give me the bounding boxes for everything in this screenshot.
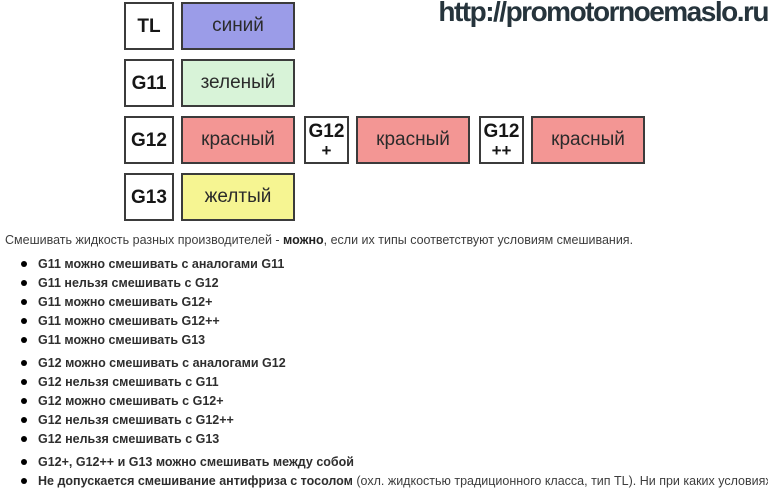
- rule-text-bold: G12+, G12++ и G13 можно смешивать между …: [38, 455, 354, 469]
- type-label-box: G12: [124, 116, 174, 164]
- type-label-box: TL: [124, 2, 174, 50]
- intro-prefix: Смешивать жидкость разных производителей…: [5, 233, 284, 247]
- color-name: синий: [212, 15, 264, 36]
- bullet-icon: [21, 436, 27, 442]
- type-label: TL: [137, 15, 161, 37]
- diagram-row: TL синий: [124, 2, 654, 50]
- type-label-box: G11: [124, 59, 174, 107]
- type-label: G12: [131, 129, 167, 151]
- rule-text-bold: G11 можно смешивать G12++: [38, 314, 220, 328]
- rule-text: G12 нельзя смешивать с G11: [38, 375, 219, 389]
- site-url-watermark: http://promotornoemaslo.ru: [438, 0, 768, 27]
- type-label-box: G13: [124, 173, 174, 221]
- bullet-icon: [21, 398, 27, 404]
- diagram-row: G11 зеленый: [124, 59, 654, 107]
- color-swatch-blue: синий: [181, 2, 295, 50]
- rule-item: G12 нельзя смешивать с G12++: [0, 413, 768, 427]
- bullet-icon: [21, 379, 27, 385]
- color-name: красный: [551, 129, 625, 150]
- rule-text-bold: G12 можно смешивать с аналогами G12: [38, 356, 286, 370]
- rule-text-bold: G12 нельзя смешивать с G11: [38, 375, 219, 389]
- rule-item: Не допускается смешивание антифриза с то…: [0, 474, 768, 488]
- rule-text: G11 можно смешивать G13: [38, 333, 205, 347]
- rule-text: G11 нельзя смешивать с G12: [38, 276, 219, 290]
- intro-text: Смешивать жидкость разных производителей…: [5, 233, 633, 247]
- rule-text: G12+, G12++ и G13 можно смешивать между …: [38, 455, 354, 469]
- rule-text-bold: Не допускается смешивание антифриза с то…: [38, 474, 353, 488]
- rule-text: G11 можно смешивать G12++: [38, 314, 220, 328]
- color-name: красный: [201, 129, 275, 150]
- rule-text: G12 нельзя смешивать с G13: [38, 432, 219, 446]
- bullet-icon: [21, 478, 27, 484]
- bullet-icon: [21, 318, 27, 324]
- rule-group: G12+, G12++ и G13 можно смешивать между …: [0, 455, 768, 488]
- intro-bold-word: можно: [283, 233, 324, 247]
- type-label-box: G12+: [304, 116, 349, 164]
- type-label-suffix: ++: [491, 140, 512, 160]
- color-name: красный: [376, 129, 450, 150]
- bullet-icon: [21, 261, 27, 267]
- rule-text-bold: G11 можно смешивать G12+: [38, 295, 213, 309]
- rule-text: G12 можно смешивать с аналогами G12: [38, 356, 286, 370]
- color-swatch-yellow: желтый: [181, 173, 295, 221]
- color-name: желтый: [204, 186, 272, 207]
- diagram-row: G13 желтый: [124, 173, 654, 221]
- type-label: G11: [131, 72, 167, 94]
- rule-text-bold: G12 нельзя смешивать с G12++: [38, 413, 234, 427]
- rule-text-bold: G11 можно смешивать с аналогами G11: [38, 257, 285, 271]
- rule-item: G11 можно смешивать G12++: [0, 314, 768, 328]
- type-label-suffix: +: [321, 140, 332, 160]
- intro-suffix: , если их типы соответствуют условиям см…: [323, 233, 634, 247]
- color-swatch-red: красный: [531, 116, 645, 164]
- rule-item: G11 можно смешивать G12+: [0, 295, 768, 309]
- rule-item: G12 можно смешивать с G12+: [0, 394, 768, 408]
- rule-item: G12 можно смешивать с аналогами G12: [0, 356, 768, 370]
- type-label: G12: [483, 120, 520, 142]
- color-swatch-green: зеленый: [181, 59, 295, 107]
- rule-item: G11 можно смешивать с аналогами G11: [0, 257, 768, 271]
- bullet-icon: [21, 459, 27, 465]
- rule-text: Не допускается смешивание антифриза с то…: [38, 474, 768, 488]
- rule-text: G11 можно смешивать с аналогами G11: [38, 257, 284, 271]
- type-label: G13: [131, 186, 167, 208]
- rule-text-bold: G11 можно смешивать G13: [38, 333, 206, 347]
- rule-item: G12 нельзя смешивать с G11: [0, 375, 768, 389]
- rule-item: G11 можно смешивать G13: [0, 333, 768, 347]
- rule-text-bold: G11 нельзя смешивать с G12: [38, 276, 219, 290]
- rule-item: G12 нельзя смешивать с G13: [0, 432, 768, 446]
- type-label: G12: [308, 120, 345, 142]
- bullet-icon: [21, 337, 27, 343]
- rule-text-bold: G12 можно смешивать с G12+: [38, 394, 224, 408]
- rule-item: G11 нельзя смешивать с G12: [0, 276, 768, 290]
- rule-text: G11 можно смешивать G12+: [38, 295, 212, 309]
- color-swatch-red: красный: [356, 116, 470, 164]
- rule-text-normal: (охл. жидкостью традиционного класса, ти…: [352, 474, 768, 488]
- type-label-box: G12++: [479, 116, 524, 164]
- rule-text: G12 можно смешивать с G12+: [38, 394, 224, 408]
- color-swatch-red: красный: [181, 116, 295, 164]
- rule-text: G12 нельзя смешивать с G12++: [38, 413, 234, 427]
- rule-text-bold: G12 нельзя смешивать с G13: [38, 432, 220, 446]
- bullet-icon: [21, 417, 27, 423]
- bullet-icon: [21, 280, 27, 286]
- bullet-icon: [21, 299, 27, 305]
- color-name: зеленый: [200, 72, 276, 93]
- bullet-icon: [21, 360, 27, 366]
- rule-item: G12+, G12++ и G13 можно смешивать между …: [0, 455, 768, 469]
